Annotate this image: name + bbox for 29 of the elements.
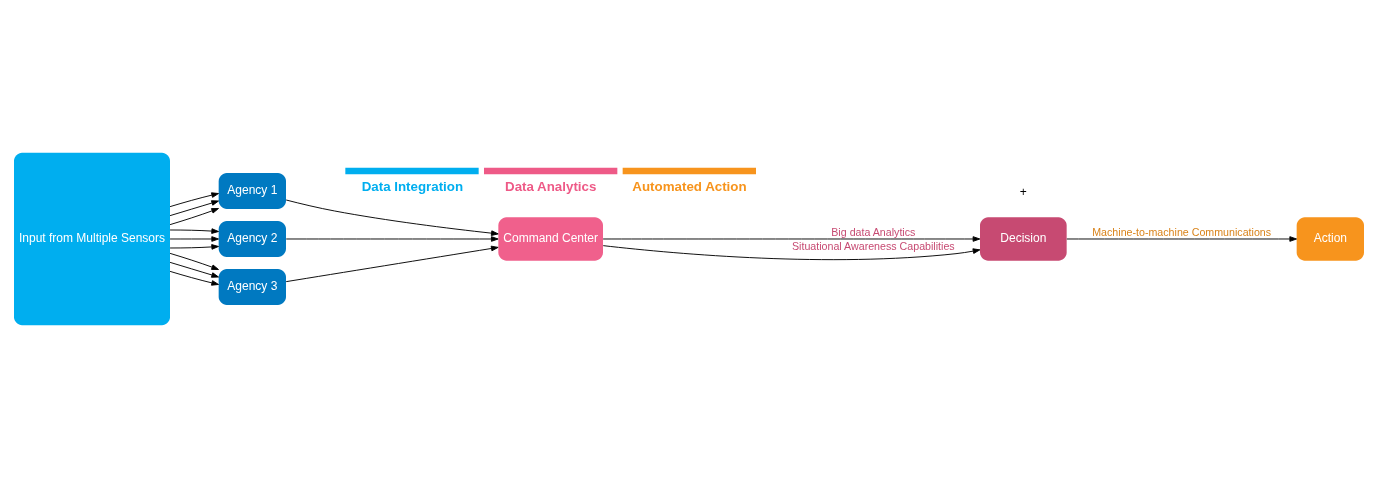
node-box: Input from Multiple Sensors — [14, 152, 170, 326]
node-box: Decision — [980, 217, 1067, 261]
arrow — [169, 208, 219, 226]
legend-label: Automated Action — [632, 179, 747, 194]
node-box: Agency 2 — [218, 221, 286, 257]
arrow — [169, 244, 219, 250]
arrow — [169, 228, 219, 234]
node-box: Action — [1296, 217, 1364, 261]
arrow — [169, 236, 219, 242]
label: + — [1019, 184, 1027, 199]
arrow — [169, 200, 219, 217]
node-box: Command Center — [498, 217, 603, 261]
edge-label: Situational Awareness Capabilities — [791, 240, 955, 253]
edge-label: Machine-to-machine Communications — [1092, 225, 1272, 238]
arrow — [602, 245, 981, 261]
arrow — [285, 199, 499, 236]
edge-label: Big data Analytics — [831, 225, 916, 238]
arrow — [169, 252, 219, 270]
arrow — [285, 236, 499, 242]
arrow — [169, 270, 219, 286]
arrow — [1066, 236, 1297, 242]
legend-label: Data Integration — [361, 179, 464, 194]
node-box: Agency 3 — [218, 269, 286, 305]
arrow — [169, 261, 219, 278]
arrow — [285, 245, 499, 283]
legend-label: Data Analytics — [505, 179, 597, 194]
arrow — [602, 236, 981, 242]
node-box: Agency 1 — [218, 173, 286, 209]
arrow — [169, 192, 219, 208]
